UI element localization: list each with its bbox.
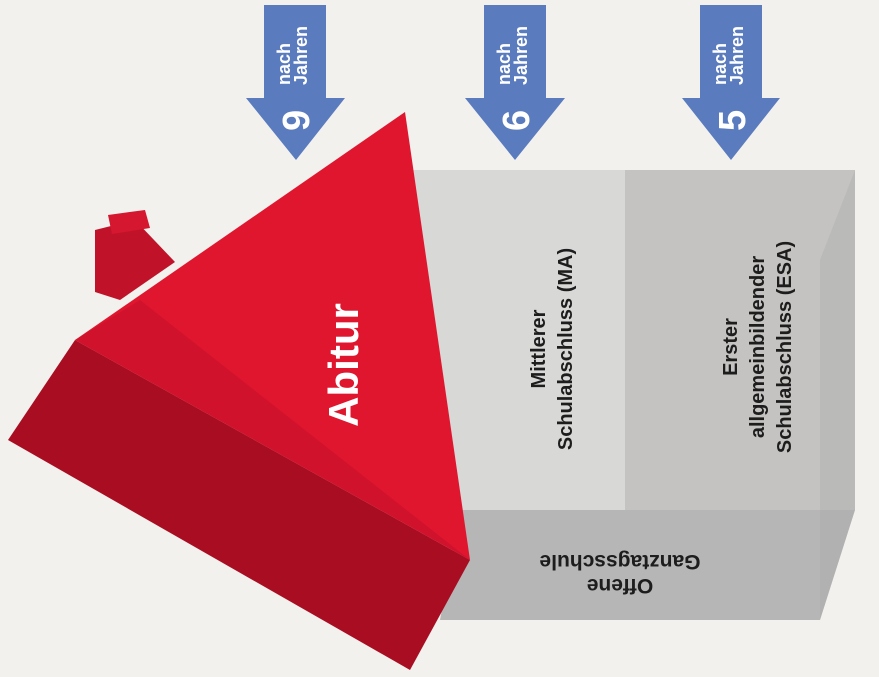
arrow-9-number: 9 [276,109,318,131]
chimney [95,220,175,300]
arrow-6-line-2: Jahren [511,25,531,85]
level-ma-line-1: Mittlerer [528,309,550,389]
bottom-label: Offene Ganztagsschule [520,545,720,597]
arrow-6-number: 6 [496,109,538,131]
roof-label: Abitur [320,265,370,465]
bottom-line-2: Ganztagsschule [539,550,701,573]
chimney-top [108,210,150,234]
arrow-9 [246,5,345,160]
level-esa-label: Erster allgemeinbildender Schulabschluss… [718,202,802,492]
level-esa-line-1: Erster [720,318,742,376]
arrow-5-number: 5 [712,109,754,131]
roof-side [8,340,470,670]
roof-label-text: Abitur [320,303,367,427]
roof-shade [75,300,470,560]
block-bottom-face [440,500,855,620]
arrow-6 [465,5,565,160]
level-esa-line-2: allgemeinbildender [747,255,769,439]
level-ma-line-2: Schulabschluss (MA) [555,247,577,451]
roof-front [75,112,470,560]
bottom-line-1: Offene [586,574,654,597]
arrow-5-line-2: Jahren [727,25,747,85]
arrow-9-text: nach Jahren [274,21,312,85]
arrow-9-line-2: Jahren [291,25,311,85]
arrow-6-text: nach Jahren [494,21,532,85]
level-esa-face [625,170,855,510]
arrow-5 [682,5,780,160]
level-ma-label: Mittlerer Schulabschluss (MA) [526,204,584,494]
arrow-5-text: nach Jahren [710,21,748,85]
block-edge [820,170,855,620]
level-esa-line-3: Schulabschluss (ESA) [774,240,796,454]
